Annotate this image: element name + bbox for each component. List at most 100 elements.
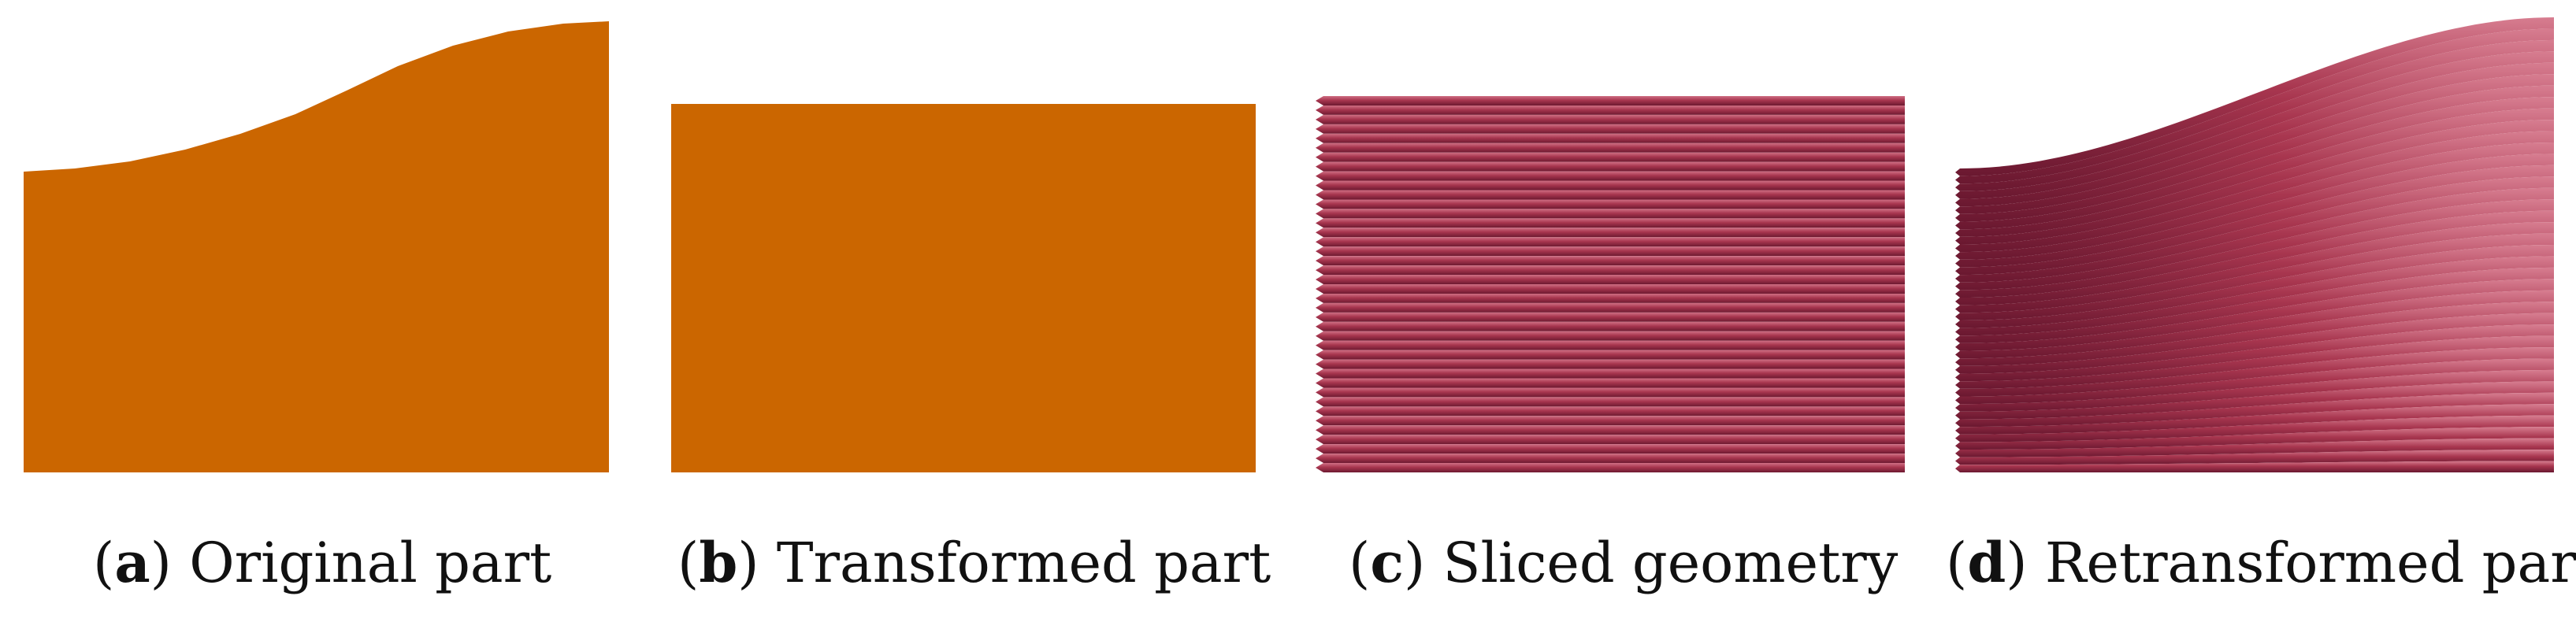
- sliced-geometry-figure: [1316, 96, 1905, 472]
- retransformed-layer: [1955, 290, 2554, 359]
- retransformed-layer: [1955, 120, 2554, 245]
- caption-b: (b) Transformed part: [677, 530, 1271, 595]
- sliced-layer: [1316, 284, 1905, 294]
- retransformed-layer: [1955, 347, 2554, 397]
- sliced-layer: [1316, 199, 1905, 209]
- retransformed-layer: [1955, 279, 2554, 351]
- sliced-layer: [1316, 340, 1905, 350]
- sliced-layer: [1316, 435, 1905, 445]
- retransformed-layer: [1955, 358, 2554, 405]
- panel-retransformed-part: [1938, 0, 2576, 504]
- retransformed-layer: [1955, 28, 2554, 184]
- sliced-layer: [1316, 397, 1905, 407]
- sliced-layer: [1316, 152, 1905, 162]
- retransformed-layer: [1955, 427, 2554, 450]
- sliced-layer: [1316, 171, 1905, 181]
- retransformed-layer: [1955, 187, 2554, 291]
- retransformed-layer: [1955, 97, 2554, 230]
- sliced-layer: [1316, 293, 1905, 303]
- sliced-layer: [1316, 265, 1905, 276]
- sliced-layer: [1316, 237, 1905, 247]
- retransformed-layer: [1955, 461, 2554, 472]
- sliced-layer: [1316, 161, 1905, 172]
- caption-a-title: Original part: [189, 531, 552, 595]
- sliced-layer: [1316, 133, 1905, 143]
- retransformed-layer: [1955, 74, 2554, 214]
- retransformed-layer: [1955, 222, 2554, 313]
- transformed-part-shape: [671, 104, 1256, 472]
- sliced-layer: [1316, 228, 1905, 238]
- original-part-shape: [24, 21, 609, 472]
- retransformed-layer: [1955, 450, 2554, 465]
- retransformed-layer: [1955, 335, 2554, 389]
- sliced-layer: [1316, 331, 1905, 341]
- retransformed-layer: [1955, 108, 2554, 237]
- panel-original-part: [0, 0, 630, 504]
- retransformed-layer: [1955, 233, 2554, 320]
- retransformed-layer: [1955, 438, 2554, 457]
- sliced-layer: [1316, 406, 1905, 417]
- sliced-layer: [1316, 209, 1905, 219]
- caption-a: (a) Original part: [93, 530, 552, 595]
- retransformed-layer: [1955, 256, 2554, 336]
- retransformed-layer: [1955, 302, 2554, 366]
- sliced-layer: [1316, 312, 1905, 322]
- transformed-part-figure: [671, 104, 1256, 472]
- sliced-layer: [1316, 124, 1905, 134]
- retransformed-part-figure: [1955, 17, 2554, 472]
- original-part-figure: [24, 21, 609, 472]
- sliced-layer: [1316, 416, 1905, 426]
- sliced-layer: [1316, 302, 1905, 313]
- retransformed-layer: [1955, 210, 2554, 305]
- sliced-layer: [1316, 454, 1905, 464]
- retransformed-layer: [1955, 165, 2554, 276]
- sliced-layer: [1316, 190, 1905, 200]
- caption-c-title: Sliced geometry: [1442, 531, 1899, 595]
- retransformed-layer: [1955, 404, 2554, 435]
- retransformed-layer: [1955, 17, 2554, 176]
- sliced-layer: [1316, 105, 1905, 115]
- sliced-layer: [1316, 275, 1905, 284]
- sliced-layer: [1316, 246, 1905, 257]
- panel-transformed-part: [630, 0, 1276, 504]
- retransformed-layer: [1955, 85, 2554, 222]
- sliced-layer: [1316, 218, 1905, 228]
- caption-c-letter: c: [1370, 530, 1404, 595]
- sliced-layer: [1316, 444, 1905, 454]
- caption-b-title: Transformed part: [776, 531, 1271, 595]
- caption-d-letter: d: [1967, 530, 2006, 595]
- retransformed-layers: [1955, 17, 2554, 472]
- caption-d-title: Retransformed part: [2044, 531, 2576, 595]
- retransformed-layer: [1955, 51, 2554, 199]
- retransformed-layer: [1955, 39, 2554, 191]
- retransformed-layer: [1955, 381, 2554, 420]
- sliced-layer: [1316, 114, 1905, 124]
- retransformed-layer: [1955, 392, 2554, 428]
- sliced-layer: [1316, 256, 1905, 266]
- retransformed-layer: [1955, 62, 2554, 207]
- sliced-layer: [1316, 378, 1905, 388]
- sliced-layer: [1316, 321, 1905, 331]
- sliced-layer: [1316, 96, 1905, 106]
- retransformed-layer: [1955, 267, 2554, 343]
- retransformed-layer: [1955, 324, 2554, 382]
- panel-sliced-geometry: [1292, 0, 1938, 504]
- sliced-layer: [1316, 387, 1905, 398]
- sliced-layer: [1316, 425, 1905, 435]
- retransformed-layer: [1955, 131, 2554, 253]
- sliced-layer: [1316, 350, 1905, 360]
- sliced-layer: [1316, 368, 1905, 379]
- retransformed-layer: [1955, 415, 2554, 442]
- retransformed-layer: [1955, 154, 2554, 268]
- caption-a-letter: a: [114, 530, 150, 595]
- sliced-layers: [1316, 96, 1905, 472]
- retransformed-layer: [1955, 369, 2554, 412]
- sliced-layer: [1316, 359, 1905, 369]
- retransformed-layer: [1955, 176, 2554, 283]
- sliced-layer: [1316, 143, 1905, 153]
- caption-d: (d) Retransformed part: [1946, 535, 2576, 591]
- sliced-layer: [1316, 463, 1905, 472]
- retransformed-layer: [1955, 199, 2554, 298]
- caption-c: (c) Sliced geometry: [1349, 530, 1899, 595]
- retransformed-layer: [1955, 245, 2554, 328]
